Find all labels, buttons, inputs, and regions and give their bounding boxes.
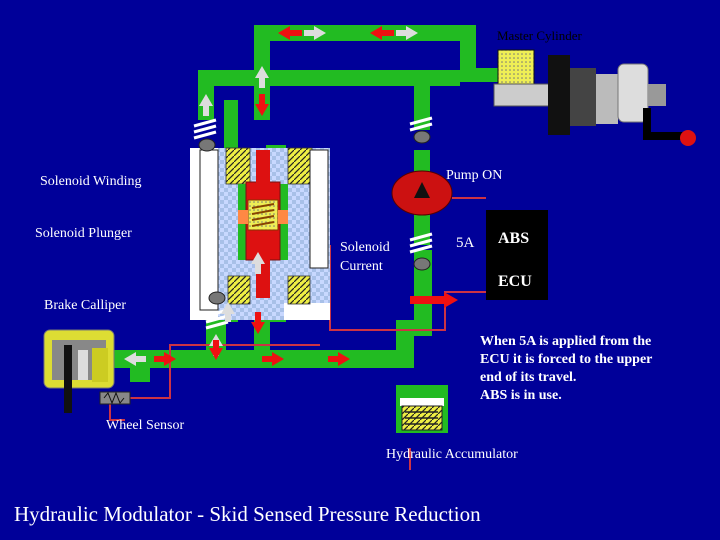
note-line: ECU it is forced to the upper: [480, 352, 653, 367]
abs-note: When 5A is applied from the ECU it is fo…: [480, 333, 710, 405]
master-cylinder: [493, 49, 666, 135]
solenoid-plunger: [238, 150, 288, 298]
note-line: ABS is in use.: [480, 388, 562, 403]
pump-on-label: Pump ON: [446, 168, 503, 183]
wheel-sensor: [99, 391, 131, 405]
ball-valve-icon: [198, 130, 431, 305]
brake-calliper-label: Brake Calliper: [44, 298, 127, 313]
solenoid-current-label-line2: Current: [340, 259, 383, 274]
ecu-box: [486, 210, 548, 300]
brake-pedal-icon: [643, 108, 696, 146]
hydraulic-accumulator-label: Hydraulic Accumulator: [386, 447, 518, 462]
wheel-sensor-label: Wheel Sensor: [106, 418, 185, 433]
brake-calliper: [43, 329, 115, 413]
solenoid-winding-label: Solenoid Winding: [40, 174, 142, 189]
abs-label: ABS: [498, 230, 530, 247]
master-cylinder-label: Master Cylinder: [497, 28, 582, 43]
spring-icon: [193, 116, 433, 330]
ecu-label: ECU: [498, 273, 532, 290]
page-title: Hydraulic Modulator - Skid Sensed Pressu…: [14, 502, 481, 526]
solenoid-plunger-label: Solenoid Plunger: [35, 226, 132, 241]
solenoid-current-label-line1: Solenoid: [340, 240, 390, 255]
arrow-icon: [124, 26, 458, 366]
note-line: When 5A is applied from the: [480, 334, 652, 349]
hydraulic-accumulator: [400, 398, 444, 431]
current-value-label: 5A: [456, 235, 475, 251]
pump-icon: [391, 170, 453, 216]
note-line: end of its travel.: [480, 370, 577, 385]
